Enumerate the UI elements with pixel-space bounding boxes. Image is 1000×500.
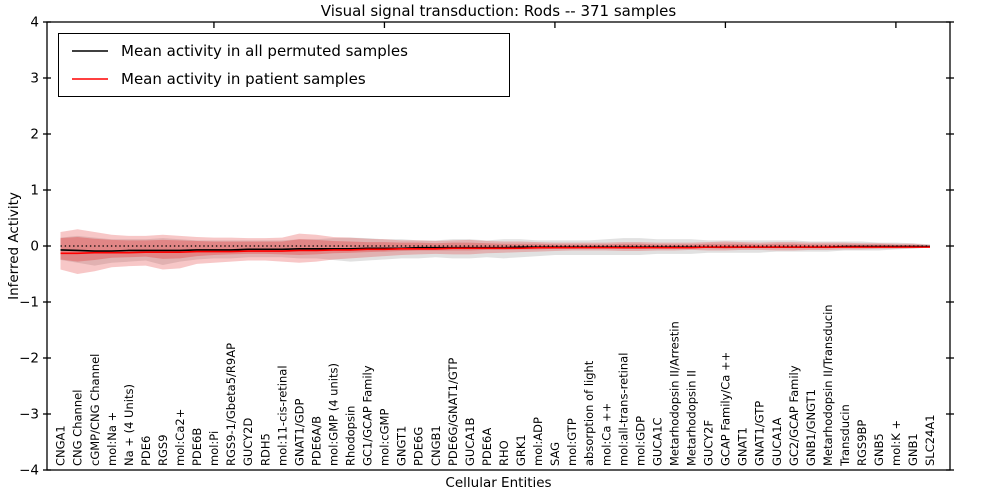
legend-item-permuted: Mean activity in all permuted samples	[59, 37, 509, 65]
x-category-label: mol:K +	[889, 420, 903, 466]
x-category-label: GNAT1	[736, 427, 750, 466]
x-category-label: RDH5	[258, 433, 272, 466]
x-category-label: PDE6G	[412, 427, 426, 466]
x-category-label: PDE6	[139, 436, 153, 466]
x-category-label: GUCA1A	[770, 417, 784, 466]
x-category-label: GNB1/GNGT1	[804, 389, 818, 466]
plot-border	[46, 21, 951, 471]
x-category-label: RGS9	[156, 434, 170, 466]
y-axis-label: Inferred Activity	[6, 192, 22, 300]
x-category-label: GRK1	[514, 434, 528, 466]
x-category-label: mol:Pi	[207, 431, 221, 466]
x-category-label: PDE6A	[480, 428, 494, 466]
x-category-label: GNB5	[872, 433, 886, 466]
x-category-label: Rhodopsin	[344, 406, 358, 466]
red-line-icon	[72, 78, 108, 80]
x-category-label: mol:all-trans-retinal	[616, 353, 630, 466]
x-category-label: Transducin	[838, 404, 852, 467]
legend-label-permuted: Mean activity in all permuted samples	[121, 42, 408, 60]
legend: Mean activity in all permuted samples Me…	[58, 33, 510, 97]
chart-title: Visual signal transduction: Rods -- 371 …	[320, 2, 677, 20]
y-tick-label: −3	[19, 407, 39, 423]
legend-line-sample-patient	[59, 76, 121, 82]
x-category-label: mol:Ca2+	[173, 409, 187, 466]
y-tick-label: −1	[19, 295, 39, 311]
x-category-label: CNGB1	[429, 425, 443, 466]
y-tick-label: 1	[30, 183, 39, 199]
x-category-label: GNAT1/GDP	[292, 399, 306, 466]
x-category-label: SAG	[548, 442, 562, 466]
x-category-label: Metarhodopsin II/Arrestin	[667, 321, 681, 466]
y-tick-label: −2	[19, 351, 39, 367]
x-category-label: GCAP Family/Ca ++	[719, 352, 733, 466]
x-category-label: mol:11-cis-retinal	[275, 365, 289, 466]
legend-line-sample-permuted	[59, 48, 121, 54]
x-category-label: mol:Ca ++	[599, 403, 613, 466]
x-category-label: GNB1	[906, 433, 920, 466]
y-tick-label: 2	[30, 127, 39, 143]
y-tick-label: 4	[30, 15, 39, 31]
x-category-label: Metarhodopsin II/Transducin	[821, 304, 835, 466]
x-category-label: SLC24A1	[923, 414, 937, 466]
patient-activity-range-outer-band	[60, 229, 930, 274]
line-layer	[60, 245, 930, 255]
x-category-label: GUCY2D	[241, 418, 255, 466]
legend-label-patient: Mean activity in patient samples	[121, 70, 366, 88]
x-category-label: mol:GDP	[633, 416, 647, 466]
x-category-label: absorption of light	[582, 360, 596, 466]
x-category-label: PDE6G/GNAT1/GTP	[446, 358, 460, 466]
x-category-label: Metarhodopsin II	[685, 370, 699, 466]
x-category-label: mol:Na +	[105, 412, 119, 466]
x-category-label: RHO	[497, 440, 511, 466]
x-category-label: CNG Channel	[71, 390, 85, 466]
black-line-icon	[72, 50, 108, 52]
tick-layer: 4 3 2 1 0 −1 −2 −3 −4	[19, 15, 954, 479]
x-category-label: mol:GMP (4 units)	[326, 363, 340, 466]
band-layer	[60, 229, 930, 274]
x-category-label: CNGA1	[54, 425, 68, 466]
x-category-label: RGS9-1/Gbeta5/R9AP	[224, 343, 238, 466]
x-category-label: GNAT1/GTP	[753, 401, 767, 466]
x-category-label: mol:cGMP	[378, 409, 392, 466]
patient-activity-range-inner-band	[60, 237, 930, 262]
y-tick-label: 3	[30, 71, 39, 87]
x-category-label: RGS9BP	[855, 420, 869, 466]
legend-item-patient: Mean activity in patient samples	[59, 65, 509, 93]
x-category-label: GUCA1B	[463, 417, 477, 466]
x-category-label: GUCY2F	[702, 420, 716, 466]
permuted-activity-range-band	[60, 235, 930, 266]
x-category-label: GC1/GCAP Family	[361, 365, 375, 466]
y-tick-label: 0	[30, 239, 39, 255]
x-category-label: PDE6B	[190, 428, 204, 466]
x-axis-label: Cellular Entities	[445, 475, 552, 491]
x-category-label: Na + (4 Units)	[122, 384, 136, 466]
patient-mean-line	[60, 246, 930, 255]
x-category-label: GC2/GCAP Family	[787, 365, 801, 466]
x-category-label: mol:GTP	[565, 418, 579, 466]
x-category-label: GUCA1C	[650, 417, 664, 466]
x-category-label: mol:ADP	[531, 417, 545, 466]
y-tick-label: −4	[19, 463, 39, 479]
x-category-label: cGMP/CNG Channel	[88, 354, 102, 466]
x-category-label: PDE6A/B	[309, 416, 323, 466]
x-category-label: GNGT1	[395, 426, 409, 466]
